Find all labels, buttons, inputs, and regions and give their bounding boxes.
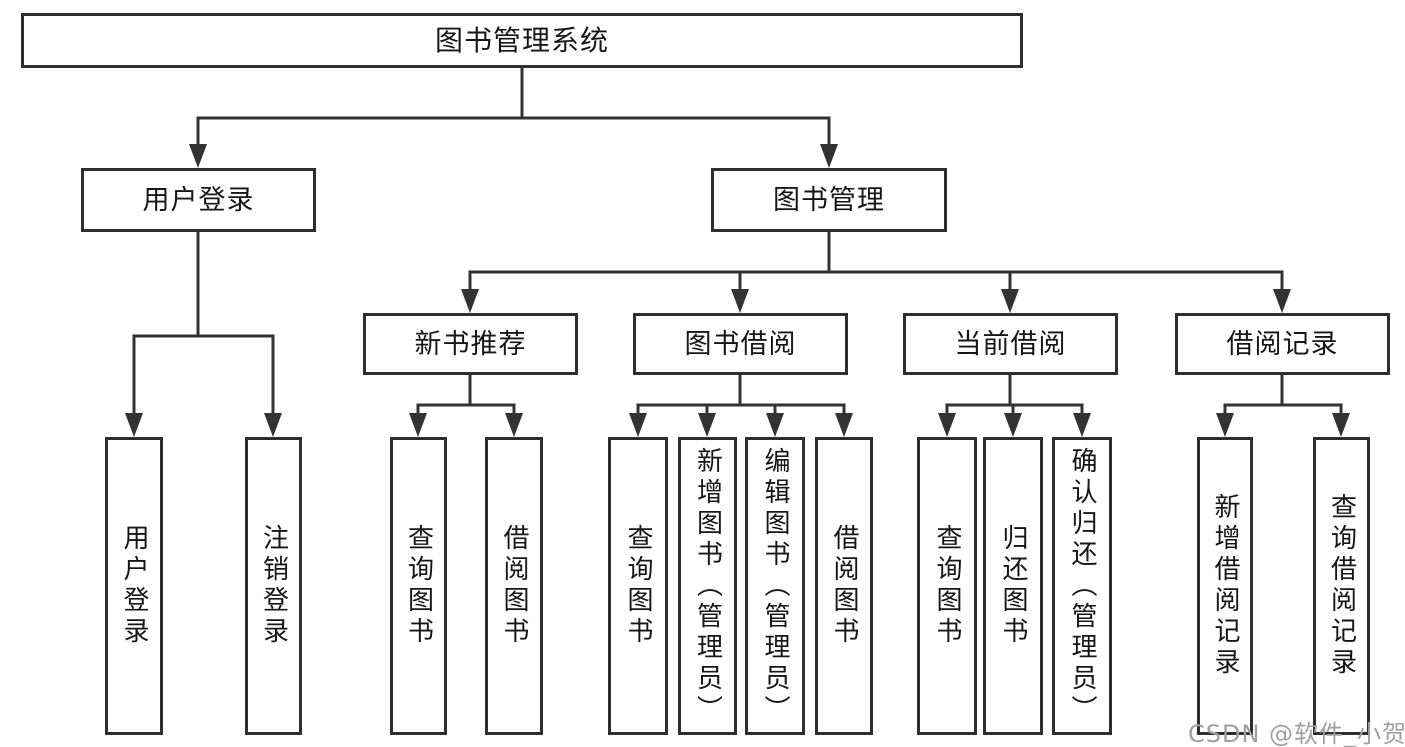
leaf-records-query-record: 查询借阅记录 <box>1313 437 1370 735</box>
leaf-current-query-book-label: 查询图书 <box>932 524 962 648</box>
node-root-label: 图书管理系统 <box>434 23 609 57</box>
node-book-management-label: 图书管理 <box>773 184 885 216</box>
node-current-borrow: 当前借阅 <box>903 313 1118 375</box>
node-borrow-records: 借阅记录 <box>1175 313 1390 375</box>
leaf-newbooks-borrow-book-label: 借阅图书 <box>499 524 529 648</box>
node-book-borrow-label: 图书借阅 <box>684 328 797 360</box>
node-borrow-records-label: 借阅记录 <box>1226 328 1339 360</box>
node-book-management: 图书管理 <box>711 168 947 232</box>
leaf-current-confirm-return-admin: 确认归还（管理员） <box>1052 437 1112 735</box>
node-new-book-recommend: 新书推荐 <box>363 313 578 375</box>
node-new-book-recommend-label: 新书推荐 <box>414 328 527 360</box>
node-current-borrow-label: 当前借阅 <box>954 328 1067 360</box>
leaf-borrow-query-book: 查询图书 <box>608 437 668 735</box>
leaf-borrow-borrow-book: 借阅图书 <box>815 437 873 735</box>
node-user-login: 用户登录 <box>81 168 316 232</box>
leaf-current-return-book-label: 归还图书 <box>998 524 1028 648</box>
leaf-current-query-book: 查询图书 <box>917 437 977 735</box>
leaf-logout: 注销登录 <box>245 437 302 735</box>
leaf-newbooks-borrow-book: 借阅图书 <box>485 437 543 735</box>
leaf-borrow-add-book-admin-label: 新增图书（管理员） <box>692 446 723 726</box>
leaf-borrow-query-book-label: 查询图书 <box>623 524 653 648</box>
csdn-watermark: CSDN @软件_小贺同学 <box>1188 720 1405 747</box>
leaf-current-confirm-return-admin-label: 确认归还（管理员） <box>1067 446 1097 726</box>
leaf-records-add-record-label: 新增借阅记录 <box>1210 493 1240 679</box>
leaf-newbooks-query-book: 查询图书 <box>390 437 447 735</box>
leaf-borrow-add-book-admin: 新增图书（管理员） <box>678 437 737 735</box>
leaf-user-login: 用户登录 <box>105 437 163 735</box>
leaf-newbooks-query-book-label: 查询图书 <box>403 524 434 648</box>
leaf-records-query-record-label: 查询借阅记录 <box>1326 493 1357 679</box>
leaf-borrow-edit-book-admin-label: 编辑图书（管理员） <box>760 446 790 726</box>
node-root-system: 图书管理系统 <box>21 13 1023 68</box>
arrowheads <box>125 144 1350 437</box>
leaf-user-login-label: 用户登录 <box>119 524 149 648</box>
node-book-borrow: 图书借阅 <box>633 313 848 375</box>
leaf-records-add-record: 新增借阅记录 <box>1197 437 1253 735</box>
leaf-borrow-edit-book-admin: 编辑图书（管理员） <box>745 437 805 735</box>
leaf-borrow-borrow-book-label: 借阅图书 <box>829 524 859 648</box>
leaf-current-return-book: 归还图书 <box>983 437 1043 735</box>
node-user-login-label: 用户登录 <box>142 184 255 216</box>
leaf-logout-label: 注销登录 <box>258 524 289 648</box>
